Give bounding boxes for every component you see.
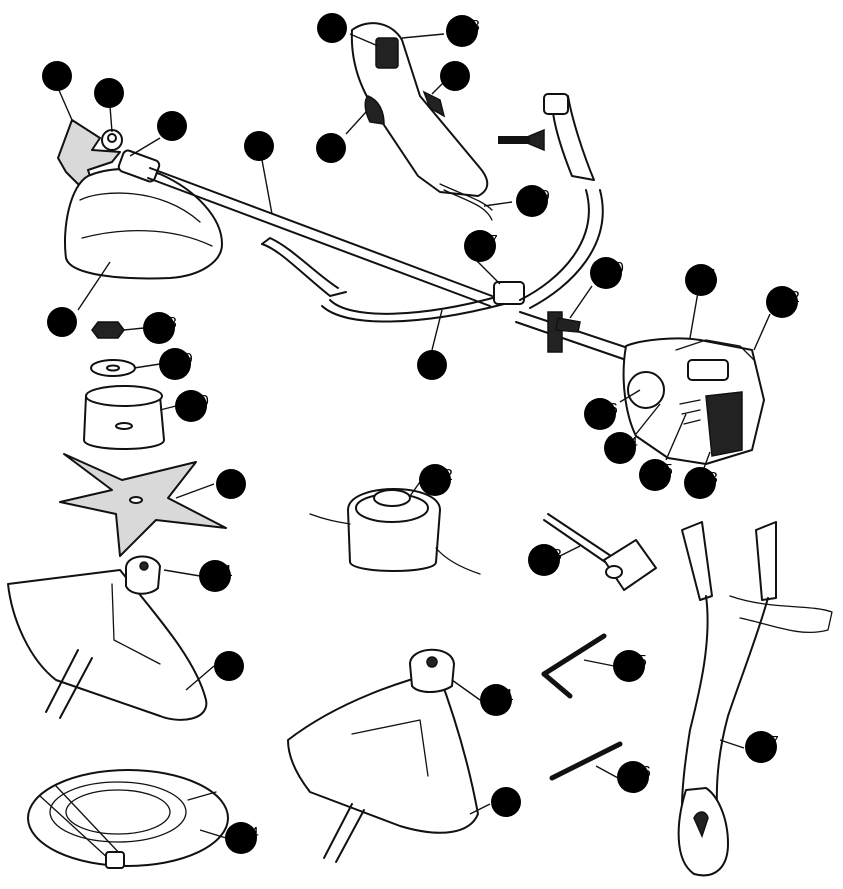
svg-text:5: 5 [259,133,268,150]
svg-text:27: 27 [761,734,779,751]
callout-15: 15 [639,459,673,491]
svg-text:4: 4 [229,653,238,670]
callout-23: 23 [528,544,562,576]
callout-25: 25 [613,650,647,682]
svg-text:6: 6 [432,352,441,369]
svg-text:18: 18 [159,315,177,332]
svg-text:10: 10 [606,260,624,277]
callout-1-blade: 1 [216,469,246,499]
svg-text:21: 21 [496,687,514,704]
callout-26: 26 [617,761,651,793]
loose-parts [7,321,833,877]
svg-text:1: 1 [57,63,66,80]
svg-text:7: 7 [331,135,340,152]
callout-12: 12 [766,286,800,318]
callout-3: 3 [157,111,187,141]
callout-7: 7 [316,133,346,163]
trimmer-assembly [57,22,765,465]
svg-text:2: 2 [109,80,118,97]
callout-13: 13 [684,467,718,499]
callout-19: 19 [159,348,193,380]
callout-layer: 1 2 3 5 4 8 28 9 7 29 17 10 6 11 12 16 1… [42,13,800,854]
svg-text:9: 9 [455,63,464,80]
svg-text:16: 16 [600,401,618,418]
callout-20: 20 [175,390,209,422]
svg-text:29: 29 [532,188,550,205]
callout-10: 10 [590,257,624,289]
svg-text:3: 3 [172,113,181,130]
svg-text:21: 21 [215,563,233,580]
svg-text:4: 4 [506,789,515,806]
callout-5: 5 [244,131,274,161]
callout-21: 21 [199,560,233,592]
callout-6: 6 [417,350,447,380]
svg-text:25: 25 [629,653,647,670]
callout-16: 16 [584,398,618,430]
callout-18: 18 [143,312,177,344]
callout-8: 8 [317,13,347,43]
callout-2: 2 [94,78,124,108]
callout-22: 22 [419,464,453,496]
callout-29: 29 [516,185,550,217]
svg-text:13: 13 [700,470,718,487]
callout-27: 27 [745,731,779,763]
svg-text:4: 4 [62,309,71,326]
callout-21-lower: 21 [480,684,514,716]
callout-17: 17 [464,230,498,262]
svg-text:26: 26 [633,764,651,781]
svg-text:12: 12 [782,289,800,306]
svg-text:19: 19 [175,351,193,368]
callout-4-lower-left: 4 [214,651,244,681]
svg-text:1: 1 [231,471,240,488]
callout-14: 14 [604,432,638,464]
svg-text:22: 22 [435,467,453,484]
svg-text:20: 20 [191,393,209,410]
svg-text:14: 14 [620,435,638,452]
callout-9: 9 [440,61,470,91]
callout-24: 24 [225,822,259,854]
svg-text:23: 23 [544,547,562,564]
svg-text:17: 17 [480,233,498,250]
svg-text:11: 11 [701,267,718,284]
callout-1: 1 [42,61,72,91]
callout-4-lower-mid: 4 [491,787,521,817]
callout-11: 11 [685,264,718,296]
callout-28: 28 [446,15,480,47]
svg-text:15: 15 [655,462,673,479]
svg-text:8: 8 [332,15,341,32]
svg-text:28: 28 [462,18,480,35]
svg-text:24: 24 [241,825,259,842]
callout-4: 4 [47,307,77,337]
